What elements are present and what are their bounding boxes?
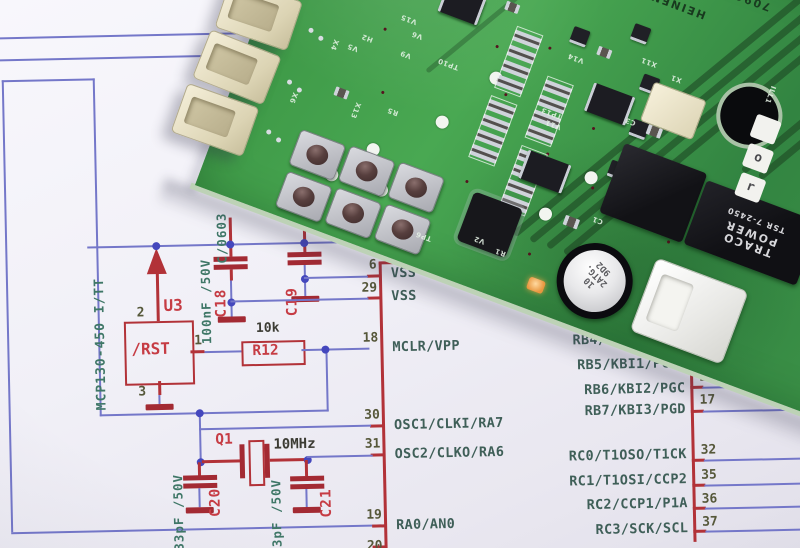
port-wire xyxy=(704,505,800,510)
r12-ref: R12 xyxy=(252,342,279,360)
r12-value: 10k xyxy=(255,320,280,337)
pin-number: 19 xyxy=(366,507,383,523)
q1-body xyxy=(248,439,266,487)
u3-part-number: MCP130-450 I/TT xyxy=(91,277,110,411)
mcu-left-border xyxy=(378,262,388,548)
net-run-vertical-outer xyxy=(1,80,14,533)
u3-ref: U3 xyxy=(163,295,183,315)
c20-value: 33pF /50V xyxy=(170,473,187,548)
silk-ref: TP10 xyxy=(436,56,460,72)
pin-name: RC2/CCP1/P1A xyxy=(586,495,688,514)
junction-dot xyxy=(321,345,330,354)
pin-number: 37 xyxy=(701,514,718,530)
test-point xyxy=(433,113,451,131)
pin-stub xyxy=(372,524,386,528)
gnd-symbol xyxy=(145,403,174,411)
board-brand-text: HEINEN xyxy=(648,0,708,22)
electrolytic-capacitor: 10 2ATG. 9D2 xyxy=(545,232,644,330)
silk-ref: V15 xyxy=(399,12,419,27)
pin-name: RC3/SCK/SCL xyxy=(595,520,689,538)
c20-wire xyxy=(198,488,201,508)
board-number-text: 7090 xyxy=(731,0,773,14)
port-wire xyxy=(705,528,800,533)
pin-stub xyxy=(370,424,384,428)
pin-number: 30 xyxy=(364,407,380,423)
u3-pin3-stub xyxy=(158,381,162,396)
chip-capacitor xyxy=(596,45,613,60)
net-run-top xyxy=(1,78,95,83)
silk-ref: X11 xyxy=(639,55,659,69)
mclr-wire xyxy=(301,347,370,352)
silk-ref: V5 xyxy=(346,41,360,54)
osc1-wire xyxy=(199,424,372,431)
tact-button xyxy=(274,170,333,224)
net-run-mid xyxy=(99,409,329,417)
sot23-transistor xyxy=(629,23,652,45)
q1-value: 10MHz xyxy=(273,435,316,453)
gnd-symbol xyxy=(292,506,321,514)
u3-pin3-number: 3 xyxy=(138,384,147,400)
resistor-array xyxy=(494,25,544,98)
silk-ref: X6 xyxy=(287,91,300,105)
silk-ref: H2 xyxy=(360,32,375,44)
u3-rst-label: /RST xyxy=(131,338,171,359)
ra0-net-wire xyxy=(11,524,385,535)
silk-ref: V14 xyxy=(566,51,586,66)
silk-ref: X13 xyxy=(348,101,363,120)
tact-button xyxy=(373,203,432,256)
chip-capacitor xyxy=(504,0,521,15)
u3-gnd-wire xyxy=(158,395,161,405)
silk-ref: R5 xyxy=(386,105,400,118)
pin-number: 36 xyxy=(701,491,718,507)
chip-resistor xyxy=(333,86,350,100)
vcc-stem xyxy=(155,273,160,322)
c21-wire xyxy=(305,488,308,508)
pin-number: 35 xyxy=(700,467,717,483)
q1-ref: Q1 xyxy=(215,431,233,448)
junction-dot xyxy=(195,409,204,418)
c18-value: 100nF /50V xyxy=(197,258,215,345)
silk-ref: V6 xyxy=(410,29,424,42)
led xyxy=(525,276,547,295)
silk-ref: X1 xyxy=(669,73,683,85)
c21-value: 33pF /50V xyxy=(268,478,285,548)
pin-name: RC0/T1OSO/T1CK xyxy=(568,446,687,465)
pin-number: 18 xyxy=(362,330,379,346)
u3-pin2-number: 2 xyxy=(136,305,145,321)
pin-name: RA0/AN0 xyxy=(395,515,456,534)
wire xyxy=(204,350,242,354)
q1-plate xyxy=(239,444,246,479)
c20-lead xyxy=(197,462,202,477)
c18-lead xyxy=(229,269,233,281)
soic-ic xyxy=(437,0,487,26)
pin-number: 32 xyxy=(700,442,717,458)
mclr-branch-wire xyxy=(325,348,329,412)
port-wire xyxy=(703,457,800,462)
resistor-array xyxy=(468,95,518,167)
c21-ref: C21 xyxy=(318,488,335,518)
pin-stub xyxy=(367,296,381,300)
power-connector xyxy=(629,257,749,365)
port-wire xyxy=(704,482,800,487)
pin-name: RB7/KBI3/PGD xyxy=(584,401,686,420)
c19-ref: C19 xyxy=(284,286,301,317)
tact-button xyxy=(324,186,383,240)
c21-lead xyxy=(304,459,309,477)
pin-number: 31 xyxy=(364,436,381,452)
silk-ref: X4 xyxy=(328,38,341,52)
pin-name: RC1/T1OSI/CCP2 xyxy=(569,471,688,490)
osc2-wire xyxy=(306,454,373,458)
pin-number: 20 xyxy=(366,538,383,548)
silk-ref: V9 xyxy=(398,48,413,61)
osc-wire-vertical xyxy=(198,412,202,463)
vcc-arrow-symbol xyxy=(146,247,167,275)
u3-pin1-stub xyxy=(190,350,205,354)
c20-ref: C20 xyxy=(207,487,224,518)
c18-ref: C18 xyxy=(213,288,230,318)
sot23-transistor xyxy=(568,25,591,48)
